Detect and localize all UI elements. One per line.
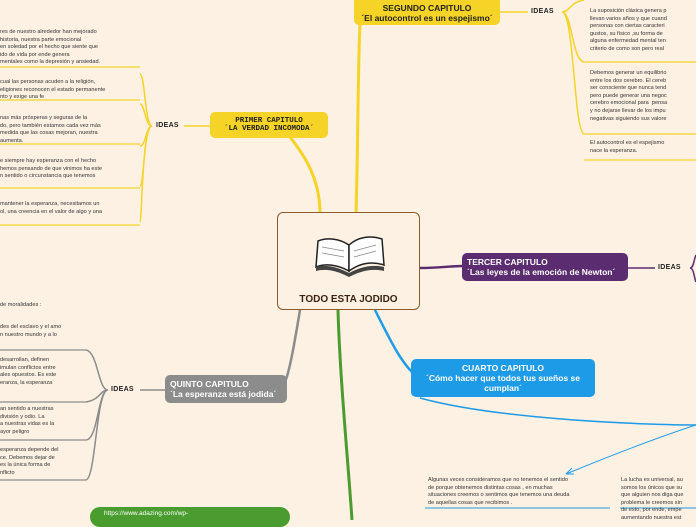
- topic-cuarto-capitulo[interactable]: CUARTO CAPITULO ´Cómo hacer que todos tu…: [411, 359, 595, 397]
- ideas-label-tercer[interactable]: IDEAS: [658, 264, 681, 271]
- topic-segundo-capitulo[interactable]: SEGUNDO CAPITULO ´El autocontrol es un e…: [354, 0, 500, 25]
- open-book-icon: [315, 236, 385, 277]
- note-segundo-1[interactable]: La suposición clásica genera p llevan va…: [590, 8, 667, 52]
- link-node[interactable]: https://www.adazing.com/wp-: [90, 507, 290, 527]
- topic-primer-capitulo[interactable]: PRIMER CAPITULO ´LA VERDAD INCOMODA´: [210, 112, 328, 138]
- note-cuarto-1[interactable]: Algunas veces consideramos que no tenemo…: [428, 477, 570, 506]
- note-primer-3[interactable]: nas más prósperas y seguras de la do, pe…: [0, 115, 101, 144]
- topic-quinto-capitulo[interactable]: QUINTO CAPITULO ´La esperanza está jodid…: [165, 375, 287, 403]
- note-segundo-2[interactable]: Debemos generar un equilibrio entre los …: [590, 70, 668, 122]
- note-cuarto-2[interactable]: La lucha es universal, au somos los únic…: [621, 477, 684, 521]
- topic-line2: ´La esperanza está jodida´: [170, 389, 277, 399]
- note-quinto-4[interactable]: esperanza depende del ce. Debemos dejar …: [0, 447, 59, 476]
- ideas-label-segundo[interactable]: IDEAS: [531, 8, 554, 15]
- note-quinto-1[interactable]: des del esclavo y el amo n nuestro mundo…: [0, 324, 62, 338]
- ideas-label-quinto[interactable]: IDEAS: [111, 386, 134, 393]
- topic-line2: ´Cómo hacer que todos tus sueños se cump…: [426, 373, 580, 393]
- note-primer-4[interactable]: e siempre hay esperanza con el hecho hem…: [0, 158, 102, 180]
- note-quinto-2[interactable]: desarrollan, definen imulan conflictos e…: [0, 357, 57, 386]
- topic-line2: ´LA VERDAD INCOMODA´: [223, 125, 314, 133]
- note-segundo-3[interactable]: El autocontrol es el espejismo nace la e…: [590, 140, 665, 154]
- topic-line1: CUARTO CAPITULO: [461, 363, 544, 373]
- central-title: TODO ESTA JODIDO: [299, 294, 398, 305]
- note-primer-5[interactable]: mantener la esperanza, necesitamos un ol…: [0, 201, 102, 215]
- note-quinto-heading: de moralidades :: [0, 302, 42, 308]
- central-topic[interactable]: TODO ESTA JODIDO: [277, 212, 420, 310]
- note-quinto-3[interactable]: an sentido a nuestras división y odio. L…: [0, 406, 55, 435]
- ideas-label-primer[interactable]: IDEAS: [156, 122, 179, 129]
- topic-tercer-capitulo[interactable]: TERCER CAPITULO ´Las leyes de la emoción…: [462, 253, 628, 281]
- topic-line2: ´El autocontrol es un espejismo´: [361, 12, 493, 23]
- topic-line1: PRIMER CAPITULO: [235, 117, 303, 125]
- link-url[interactable]: https://www.adazing.com/wp-: [104, 510, 189, 517]
- topic-line1: TERCER CAPITULO: [467, 257, 548, 267]
- topic-line2: ´Las leyes de la emoción de Newton´: [467, 267, 616, 277]
- note-primer-1[interactable]: res de nuestro alrededor han mejorado hi…: [0, 29, 101, 66]
- note-primer-2[interactable]: cual las personas acuden a la religión, …: [0, 79, 106, 101]
- topic-line1: QUINTO CAPITULO: [170, 379, 249, 389]
- topic-line1: SEGUNDO CAPITULO: [382, 2, 472, 13]
